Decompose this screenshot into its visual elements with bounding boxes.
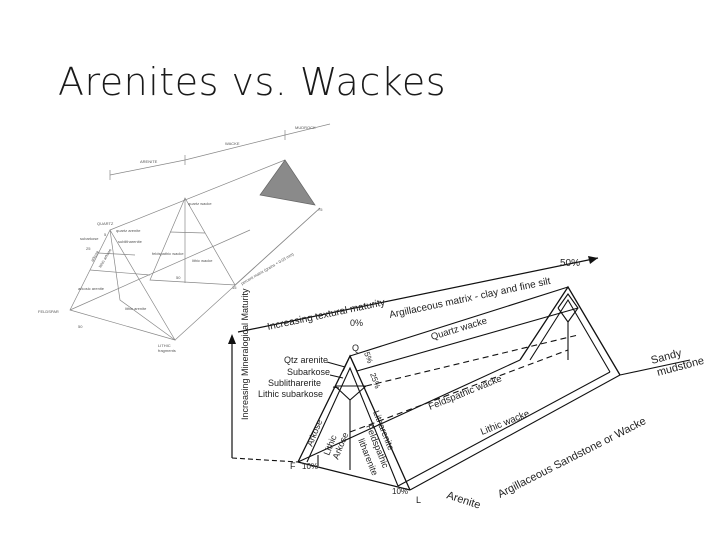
dashed-line-2 bbox=[349, 349, 569, 433]
num-5: 5 bbox=[104, 232, 107, 237]
mudrock-bracket bbox=[284, 123, 331, 136]
five-percent-label: 5% bbox=[362, 351, 374, 365]
sublitharenite-label: sublitharenite bbox=[118, 239, 143, 244]
textural-maturity-label: Increasing textural maturity bbox=[266, 297, 386, 333]
arkosic-arenite-label: arkosic arenite bbox=[78, 286, 105, 291]
num-75: 75 bbox=[318, 207, 323, 212]
argillaceous-sandstone-label: Argillaceous Sandstone or Wacke bbox=[496, 415, 648, 500]
q-vertex-label: Q bbox=[352, 343, 359, 353]
sublitharenite-label: Sublitharerite bbox=[268, 378, 321, 388]
f-vertex-label: F bbox=[290, 461, 296, 471]
zero-percent-label: 0% bbox=[350, 318, 363, 328]
feldspar-vertex-label: FELDSPAR bbox=[38, 309, 59, 314]
twentyfive-percent-label: 25% bbox=[368, 372, 382, 390]
wacke-bracket bbox=[184, 134, 286, 161]
ten-percent-l-label: 10% bbox=[392, 487, 408, 496]
l-vertex-label: L bbox=[416, 495, 421, 505]
small-middle-triangle bbox=[149, 197, 236, 286]
lithic-arenite-label: lithic arenite bbox=[125, 306, 147, 311]
fragments-label: fragments bbox=[158, 348, 176, 353]
feldspathic-wacke-label: feldspathic wacke bbox=[152, 251, 184, 256]
arenite-bracket bbox=[109, 159, 186, 176]
lithic-subarkose-label: Lithic subarkose bbox=[258, 389, 323, 399]
num-15: 15 bbox=[232, 285, 237, 290]
ten-percent-f-label: 10% bbox=[302, 462, 318, 471]
lithic-wacke-label: Lithic wacke bbox=[479, 408, 531, 438]
top-maturity-arrow bbox=[237, 257, 599, 333]
mineralogical-maturity-label: Increasing Mineralogical Maturity bbox=[240, 288, 250, 420]
dashed-line-1 bbox=[365, 334, 579, 387]
quartz-wacke-label: quartz wacke bbox=[188, 201, 212, 206]
main-diagram-labels: Increasing textural maturity Argillaceou… bbox=[240, 258, 705, 512]
qtz-arenite-label: Qtz arenite bbox=[284, 355, 328, 365]
back-triangle bbox=[519, 285, 621, 376]
lithic-wacke-label: lithic wacke bbox=[192, 258, 213, 263]
fifty-percent-label: 50% bbox=[560, 258, 580, 269]
argillaceous-matrix-label: Argillaceous matrix - clay and fine silt bbox=[388, 276, 551, 321]
num-50-a: 50 bbox=[78, 324, 83, 329]
quartz-arenite-label: quartz arenite bbox=[116, 228, 141, 233]
subarkose-label: Subarkose bbox=[287, 367, 330, 377]
slide-title: Arenites vs. Wackes bbox=[58, 60, 447, 104]
main-diagram bbox=[228, 256, 691, 491]
arenite-base-label: Arenite bbox=[445, 489, 482, 511]
subarkose-label: subarkose bbox=[80, 236, 99, 241]
feldspathic-wacke-label: Feldspathic wacke bbox=[427, 373, 504, 412]
quartz-wacke-label: Quartz wacke bbox=[430, 315, 489, 342]
num-25: 25 bbox=[86, 246, 91, 251]
wacke-label: WACKE bbox=[225, 141, 240, 146]
small-diagram bbox=[69, 123, 331, 341]
small-arkose-label: arkose bbox=[90, 249, 101, 263]
mudrock-label: MUDROCK bbox=[295, 125, 316, 130]
lithic-vertex-label: LITHIC bbox=[158, 343, 171, 348]
arenite-label: ARENITE bbox=[140, 159, 158, 164]
mudrock-triangle bbox=[259, 159, 316, 206]
quartz-vertex-label: QUARTZ bbox=[97, 221, 114, 226]
percent-matrix-label: percent matrix (grains < 0.03 mm) bbox=[240, 251, 295, 286]
num-50-b: 50 bbox=[176, 275, 181, 280]
arkose-label: Arkose bbox=[305, 418, 325, 448]
